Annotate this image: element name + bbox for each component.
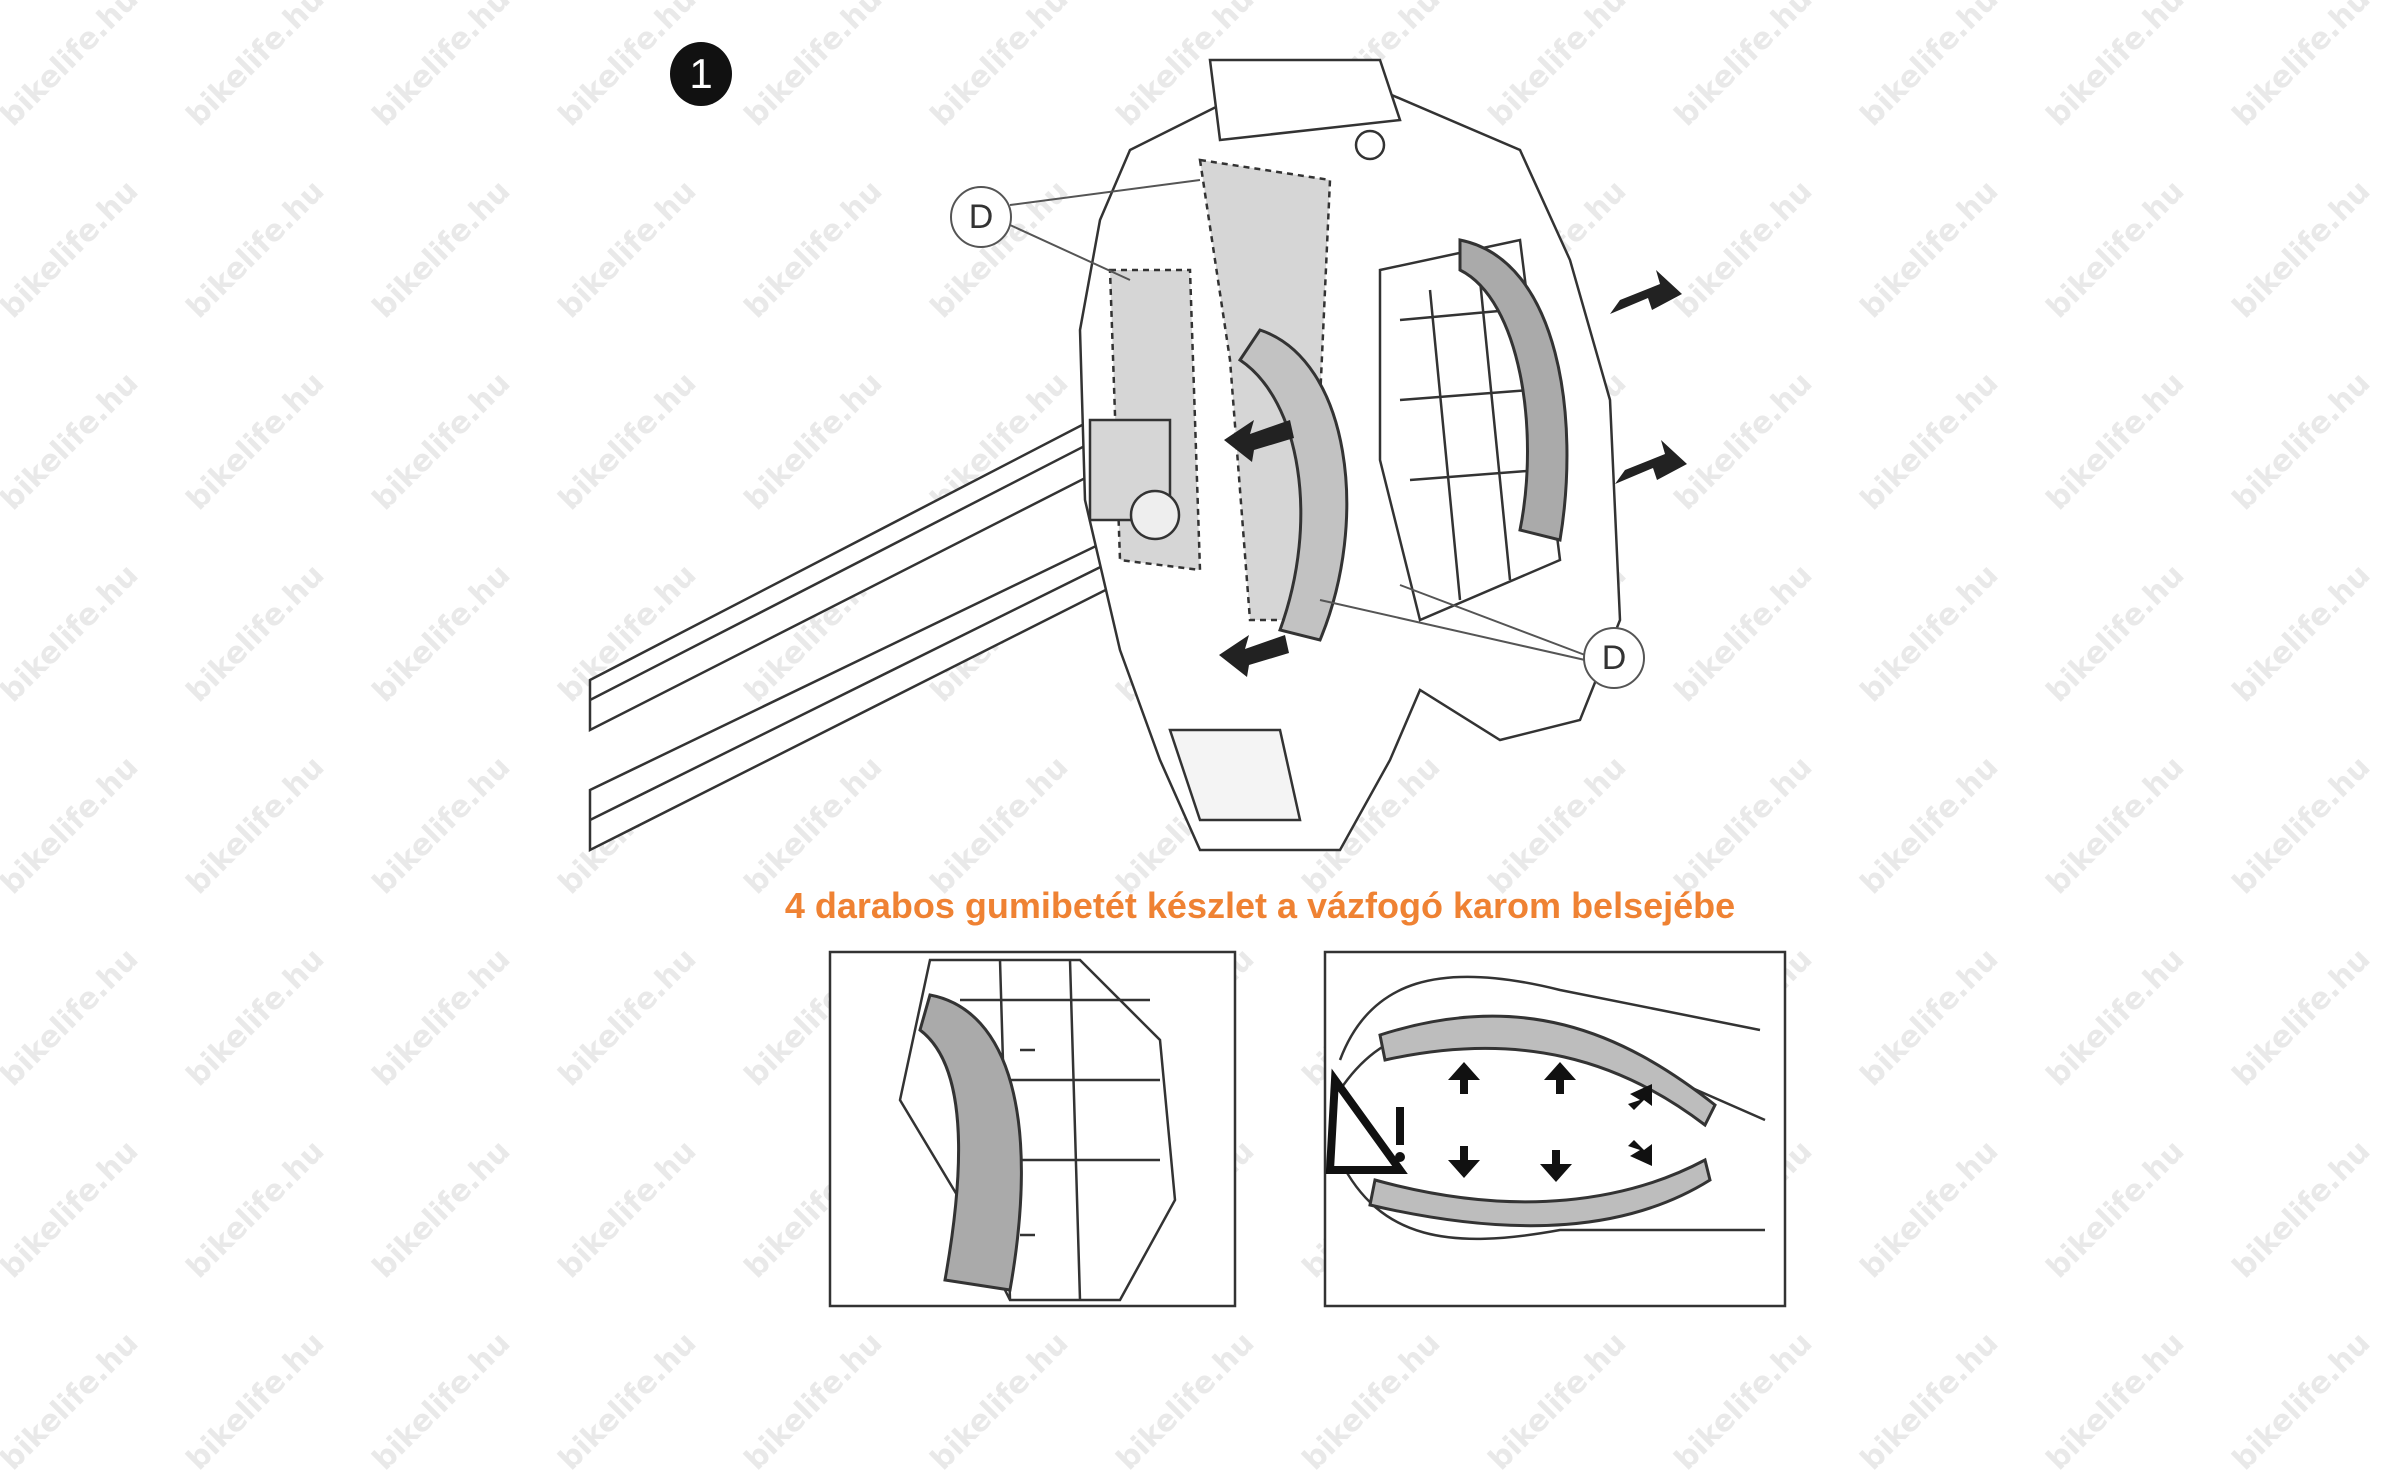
watermark-text: bikelife.hu <box>1481 1325 1634 1477</box>
watermark-text: bikelife.hu <box>0 1325 146 1477</box>
watermark-text: bikelife.hu <box>2225 1325 2378 1477</box>
detail-panel-left <box>828 950 1237 1308</box>
frame-arm <box>588 393 1167 853</box>
watermark-text: bikelife.hu <box>1667 1325 1820 1477</box>
caption: 4 darabos gumibetét készlet a vázfogó ka… <box>784 885 1736 926</box>
watermark-text: bikelife.hu <box>1853 1325 2006 1477</box>
watermark-text: bikelife.hu <box>737 1325 890 1477</box>
clamp-body <box>1078 58 1622 852</box>
watermark-text: bikelife.hu <box>923 1325 1076 1477</box>
watermark-text: bikelife.hu <box>1109 1325 1262 1477</box>
direction-arrows <box>1219 270 1687 677</box>
watermark-text: bikelife.hu <box>179 1325 332 1477</box>
part-label-d-top: D <box>950 186 1012 248</box>
watermark-text: bikelife.hu <box>2039 1325 2192 1477</box>
leader-lines <box>1009 179 1586 661</box>
watermark-text: bikelife.hu <box>1295 1325 1448 1477</box>
detail-panel-right <box>1323 950 1787 1308</box>
illustration <box>588 58 1787 1308</box>
watermark-text: bikelife.hu <box>551 1325 704 1477</box>
watermark-text: bikelife.hu <box>365 1325 518 1477</box>
part-label-d-bottom: D <box>1583 627 1645 689</box>
step-number-badge: 1 <box>670 42 732 106</box>
